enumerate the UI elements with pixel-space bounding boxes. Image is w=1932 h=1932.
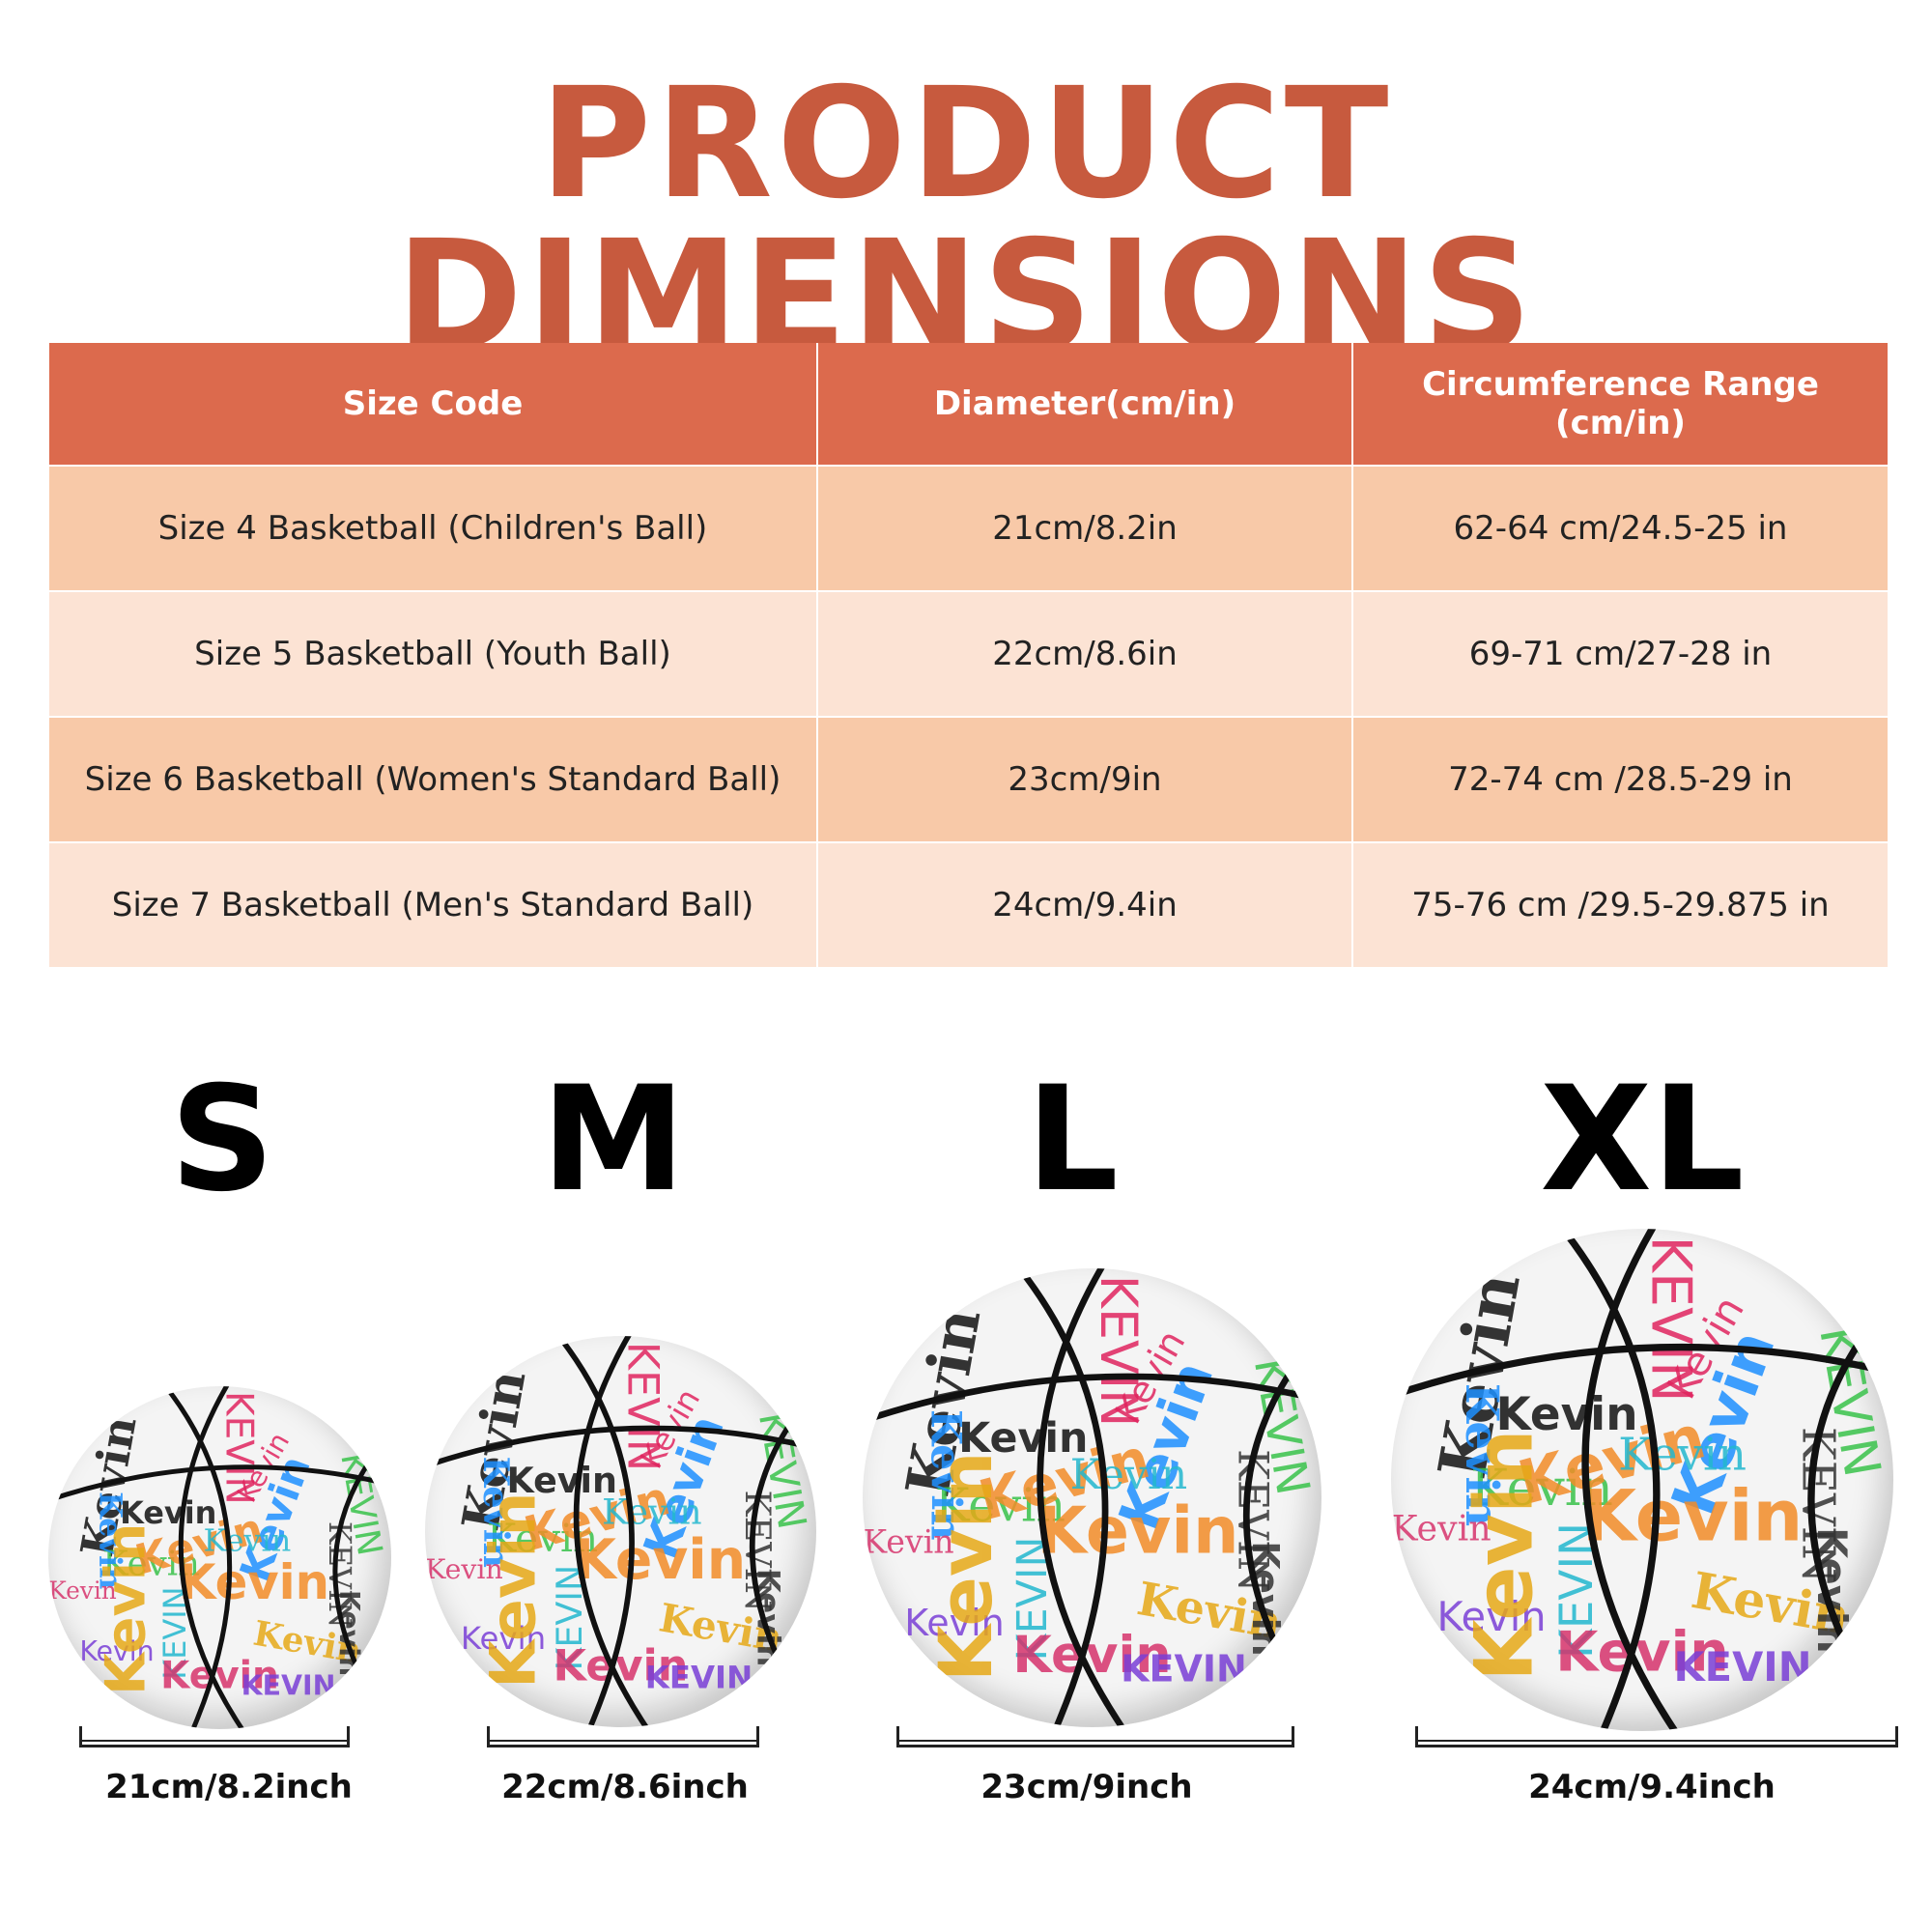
cell-circumference: 69-71 cm/27-28 in (1352, 591, 1888, 718)
ball-seam (1243, 1358, 1321, 1727)
ball-print-text: Kevin (179, 1554, 329, 1610)
size-label-m: 22cm/8.6inch (501, 1768, 749, 1806)
cell-diameter: 22cm/8.6in (817, 591, 1353, 718)
size-label-xl: 24cm/9.4inch (1528, 1768, 1776, 1806)
cell-circumference: 62-64 cm/24.5-25 in (1352, 466, 1888, 592)
ball-print-text: Kevin (1070, 1451, 1187, 1499)
ball-print-text: Kevin (1455, 1383, 1508, 1526)
ball-seam (1557, 1229, 1661, 1731)
ball-print-text: KEVIN (645, 1660, 753, 1696)
cell-size-code: Size 7 Basketball (Men's Standard Ball) (49, 842, 818, 969)
measure-bracket-xl (1415, 1726, 1898, 1747)
ball-seam (1391, 1343, 1893, 1400)
ball-print-text: Kevin (48, 1577, 117, 1605)
ball-seam (425, 1425, 816, 1469)
ball-print-text: KEVIN (1089, 1275, 1147, 1428)
ball-print-text: Kevin (1618, 1430, 1747, 1482)
ball-print-text: Kevin (507, 1460, 618, 1501)
ball-print-text: Kevin (863, 1523, 953, 1561)
ball-print-text: Kevin (1436, 1593, 1546, 1640)
ball-seam (573, 1336, 650, 1727)
size-letter-l: L (1026, 1056, 1119, 1224)
ball-print-text: Kevin (94, 1523, 157, 1695)
ball-seam (1581, 1229, 1680, 1731)
size-label-s: 21cm/8.2inch (105, 1768, 353, 1806)
table-header-row: Size Code Diameter(cm/in) Circumference … (49, 343, 1888, 467)
ball-print-text: Kevin (461, 1620, 546, 1657)
ball-print-text: KEVIN (1121, 1648, 1247, 1690)
size-letter-xl: XL (1540, 1056, 1745, 1224)
ball-seam (749, 1412, 816, 1727)
measure-bracket-s (79, 1726, 350, 1747)
ball-print-text: Kevin (79, 1635, 154, 1667)
ball-print-text: KEVIN (618, 1342, 668, 1471)
ball-print-text: Kevin (921, 1409, 969, 1541)
cell-size-code: Size 6 Basketball (Women's Standard Ball… (49, 717, 818, 843)
size-letter-s: S (169, 1056, 275, 1224)
ball-print-text: Kevin (923, 1451, 1009, 1682)
size-letter-m: M (541, 1056, 686, 1224)
ball-seam (863, 1373, 1321, 1425)
ball-print-text: Kevin (477, 1492, 550, 1689)
ball-print-text: Kevin (574, 1528, 746, 1592)
ball-print-text: Kevin (1037, 1493, 1239, 1569)
ball-print-text: Kevin (1495, 1389, 1637, 1441)
ball-print-text: KEVIN (1638, 1236, 1702, 1402)
ball-print-text: Kevin (120, 1494, 216, 1531)
dimensions-table: Size Code Diameter(cm/in) Circumference … (49, 343, 1888, 969)
ball-print-text: Kevin (1458, 1429, 1551, 1681)
ball-seam (554, 1336, 635, 1727)
ball-print-text: KEVIN (217, 1391, 261, 1505)
cell-size-code: Size 4 Basketball (Children's Ball) (49, 466, 818, 592)
ball-print-text: KEVIN (242, 1670, 336, 1702)
page-title: PRODUCT DIMENSIONS (395, 55, 1537, 385)
ball-print-text: Kevin (92, 1492, 128, 1589)
measure-bracket-m (487, 1726, 759, 1747)
cell-circumference: 72-74 cm /28.5-29 in (1352, 717, 1888, 843)
table-row: Size 4 Basketball (Children's Ball) 21cm… (49, 466, 1888, 592)
ball-seam (1807, 1326, 1893, 1731)
cell-diameter: 23cm/9in (817, 717, 1353, 843)
ball-seam (1037, 1268, 1126, 1727)
cell-diameter: 21cm/8.2in (817, 466, 1353, 592)
ball-seam (1014, 1268, 1109, 1727)
ball-print-text: Kevin (602, 1491, 702, 1532)
ball-print-text: Kevin (958, 1414, 1088, 1463)
ball-seam (178, 1386, 245, 1729)
header-diameter: Diameter(cm/in) (817, 343, 1353, 467)
measure-bracket-l (896, 1726, 1294, 1747)
ball-print-text: Kevin (204, 1521, 292, 1558)
table-row: Size 6 Basketball (Women's Standard Ball… (49, 717, 1888, 843)
ball-print-text: Kevin (1582, 1475, 1804, 1557)
ball-print-text: Kevin (475, 1456, 517, 1568)
header-size-code: Size Code (49, 343, 818, 467)
table-row: Size 7 Basketball (Men's Standard Ball) … (49, 842, 1888, 969)
ball-seam (332, 1453, 391, 1729)
cell-circumference: 75-76 cm /29.5-29.875 in (1352, 842, 1888, 969)
ball-print-text: KEVIN (1673, 1643, 1811, 1690)
ball-print-text: Kevin (904, 1602, 1005, 1644)
cell-size-code: Size 5 Basketball (Youth Ball) (49, 591, 818, 718)
table-row: Size 5 Basketball (Youth Ball) 22cm/8.6i… (49, 591, 1888, 718)
ball-print-text: Kevin (425, 1553, 503, 1585)
header-circumference: Circumference Range (cm/in) (1352, 343, 1888, 467)
ball-print-text: Kevin (1391, 1507, 1491, 1548)
ball-seam (162, 1386, 233, 1729)
size-label-l: 23cm/9inch (980, 1768, 1193, 1806)
cell-diameter: 24cm/9.4in (817, 842, 1353, 969)
